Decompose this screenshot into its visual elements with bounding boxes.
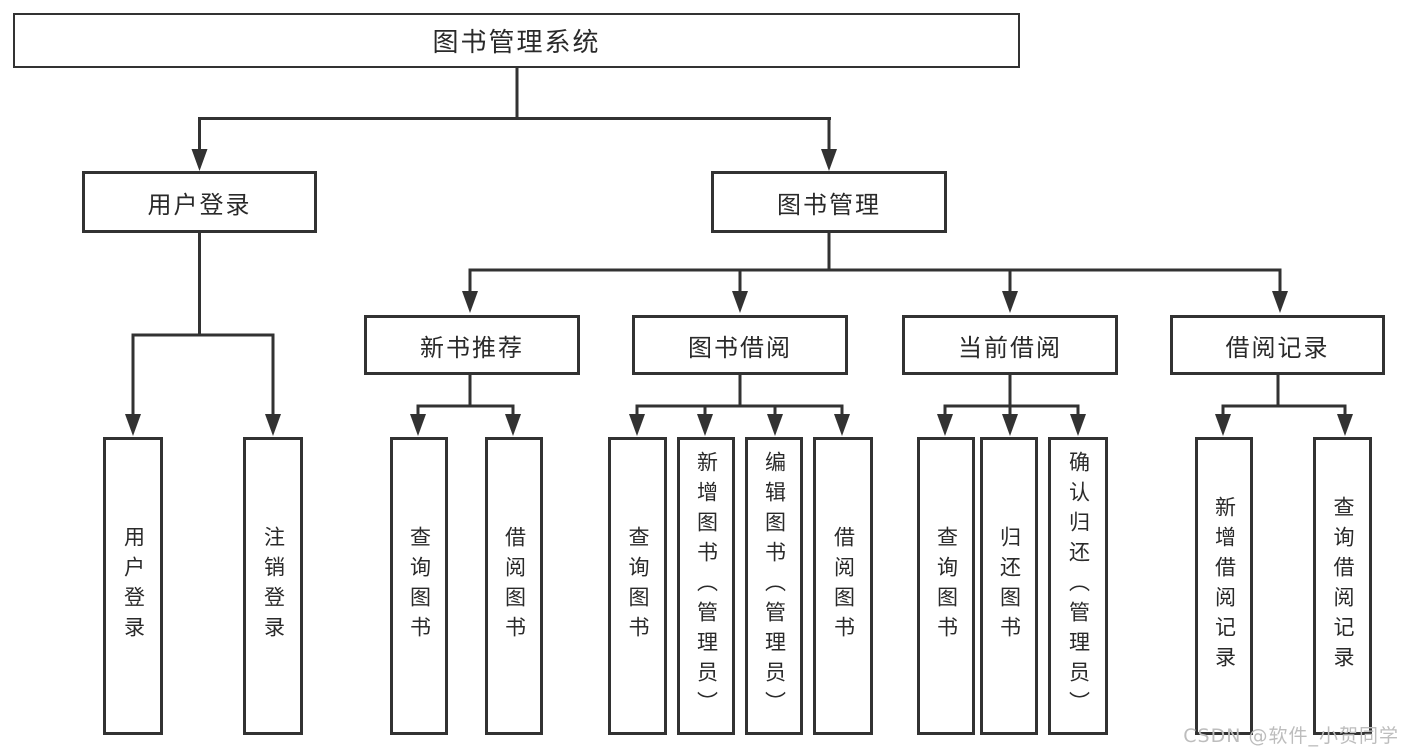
leaf-label-cb-query-books: 查询图书 bbox=[934, 526, 959, 646]
diagram-leaf-cb-query-books: 查询图书 bbox=[917, 437, 975, 735]
leaf-label-br-query-record: 查询借阅记录 bbox=[1331, 496, 1355, 676]
leaf-label-bb-borrow-books: 借阅图书 bbox=[831, 526, 856, 646]
node-label-user-login: 用户登录 bbox=[147, 190, 252, 219]
leaf-label-bb-query-books: 查询图书 bbox=[626, 526, 650, 646]
node-label-borrowing-records: 借阅记录 bbox=[1225, 333, 1330, 362]
leaf-label-logout: 注销登录 bbox=[261, 526, 286, 646]
diagram-leaf-logout: 注销登录 bbox=[243, 437, 303, 735]
leaf-label-user-login: 用户登录 bbox=[121, 526, 146, 646]
diagram-node-book-borrowing: 图书借阅 bbox=[632, 315, 848, 375]
diagram-leaf-bb-add-books-admin: 新增图书（管理员） bbox=[677, 437, 735, 735]
leaf-label-bb-add-books-admin: 新增图书（管理员） bbox=[694, 451, 719, 721]
leaf-label-nbr-borrow-books: 借阅图书 bbox=[502, 526, 527, 646]
leaf-label-cb-return-books: 归还图书 bbox=[997, 526, 1022, 646]
diagram-leaf-user-login: 用户登录 bbox=[103, 437, 163, 735]
leaf-label-br-add-record: 新增借阅记录 bbox=[1212, 496, 1237, 676]
leaf-label-cb-confirm-return-admin: 确认归还（管理员） bbox=[1066, 451, 1091, 721]
diagram-leaf-nbr-borrow-books: 借阅图书 bbox=[485, 437, 543, 735]
diagram-node-root: 图书管理系统 bbox=[13, 13, 1020, 68]
node-label-root: 图书管理系统 bbox=[432, 28, 601, 58]
node-label-book-management: 图书管理 bbox=[777, 190, 881, 219]
node-label-new-book-recommend: 新书推荐 bbox=[420, 333, 524, 362]
diagram-node-user-login: 用户登录 bbox=[82, 171, 317, 233]
diagram-node-book-management: 图书管理 bbox=[711, 171, 947, 233]
leaf-label-bb-edit-books-admin: 编辑图书（管理员） bbox=[762, 451, 787, 721]
node-label-current-borrowing: 当前借阅 bbox=[958, 333, 1062, 362]
diagram-leaf-nbr-query-books: 查询图书 bbox=[390, 437, 448, 735]
diagram-leaf-br-add-record: 新增借阅记录 bbox=[1195, 437, 1253, 735]
diagram-leaf-cb-confirm-return-admin: 确认归还（管理员） bbox=[1048, 437, 1108, 735]
diagram-leaf-br-query-record: 查询借阅记录 bbox=[1313, 437, 1372, 735]
diagram-leaf-bb-query-books: 查询图书 bbox=[608, 437, 667, 735]
diagram-node-borrowing-records: 借阅记录 bbox=[1170, 315, 1385, 375]
diagram-node-new-book-recommend: 新书推荐 bbox=[364, 315, 580, 375]
diagram-leaf-bb-edit-books-admin: 编辑图书（管理员） bbox=[745, 437, 803, 735]
node-label-book-borrowing: 图书借阅 bbox=[688, 333, 792, 362]
leaf-label-nbr-query-books: 查询图书 bbox=[407, 526, 432, 646]
diagram-leaf-cb-return-books: 归还图书 bbox=[980, 437, 1038, 735]
csdn-watermark: CSDN @软件_小贺同学 bbox=[1183, 725, 1399, 747]
diagram-leaf-bb-borrow-books: 借阅图书 bbox=[813, 437, 873, 735]
diagram-node-current-borrowing: 当前借阅 bbox=[902, 315, 1118, 375]
